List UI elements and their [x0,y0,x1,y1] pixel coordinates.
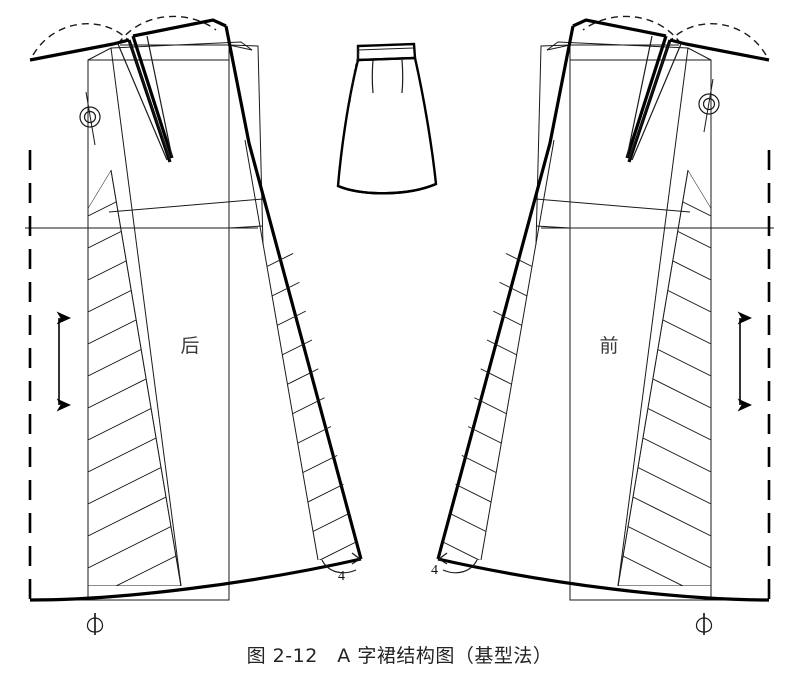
front-side-seam-construction [480,139,555,561]
front-side-seam [436,25,575,560]
sketch-dart-left [371,59,374,94]
back-piece-label: 后 [180,335,199,357]
front-rotated-block-outline [535,41,712,587]
pattern-piece-front: 4 前 [431,15,774,635]
back-flare-value: 4 [338,569,345,584]
back-flare-wedge-center [88,170,181,586]
skirt-sketch [336,42,438,195]
back-rotated-block-outline [87,41,264,587]
back-flare-wedge-side [263,207,360,560]
front-pivot-circle-icon [698,78,720,133]
back-wedge-center-edge [110,169,182,587]
back-pivot-circle-icon [79,91,101,146]
pattern-piece-back: 4 后 [25,15,363,635]
front-piece-label: 前 [599,335,618,357]
back-waistline-outer [29,38,130,62]
front-fold-symbol-icon [695,613,713,635]
back-pivot-arcs [32,15,217,56]
back-waistline-inner [132,18,227,38]
front-waist-dart [625,35,682,163]
front-wedge-center-edge [617,169,689,587]
front-hem-curve [437,557,770,602]
back-fold-symbol-icon [86,613,104,635]
sketch-hem [337,182,437,195]
sketch-dart-right [401,59,404,94]
back-flare-annotation [321,552,362,574]
back-waist-dart [117,35,174,163]
back-side-seam-construction [244,139,319,561]
front-waistline-inner [572,18,667,38]
front-waistline-outer [669,38,770,62]
figure-caption: 图 2-12 A 字裙结构图（基型法） [246,645,553,667]
sketch-skirt-body [336,56,438,195]
back-hem-curve [29,557,362,602]
back-side-seam [224,25,363,560]
front-flare-wedge-center [618,170,711,586]
front-flare-annotation [437,552,478,574]
sketch-zipper [349,51,360,105]
front-flare-value: 4 [431,563,438,578]
front-flare-wedge-side [439,207,536,560]
front-pivot-arcs [582,15,767,56]
